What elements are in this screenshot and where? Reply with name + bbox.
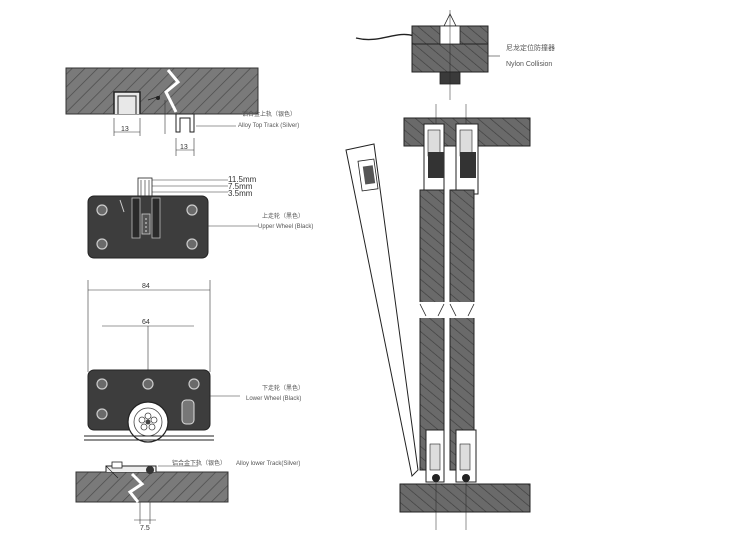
lower-wheel-hole (142, 378, 154, 390)
collision-label-en: Nylon Collision (506, 61, 552, 68)
nylon-collision-section: 尼龙定位防撞器 Nylon Collision (355, 10, 555, 100)
collision-label-cn: 尼龙定位防撞器 (506, 43, 555, 52)
upper-wheel-hole (186, 238, 198, 250)
lower-track-dim-bottom: 7.5 (140, 525, 150, 532)
top-track-label-en: Alloy Top Track (Silver) (238, 123, 299, 129)
lower-track-section: 7.5 铝合金下轨（银色） Alloy lower Track(Silver) (75, 459, 300, 532)
top-track-section: 13 13 铝合金上轨（银色） Alloy Top Track (Silver) (65, 67, 299, 156)
lower-track-floor (75, 471, 229, 503)
lower-track-label-cn: 铝合金下轨（银色） (172, 459, 226, 467)
lower-wheel-label-en: Lower Wheel (Black) (246, 396, 301, 402)
door-floor (399, 483, 531, 513)
lower-wheel-dim-inner: 64 (142, 319, 150, 326)
upper-wheel-label-cn: 上走轮（黑色） (262, 212, 304, 220)
upper-wheel-section: 11.5mm 7.5mm 3.5mm 上走轮（黑色） Upper Wheel (… (87, 175, 313, 259)
lower-wheel-hole (96, 408, 108, 420)
top-track-ceiling (65, 67, 259, 115)
tilted-door-outline (345, 143, 419, 478)
lower-track-break-mark (127, 472, 145, 503)
top-track-label-cn: 铝合金上轨（银色） (242, 110, 296, 118)
upper-wheel-hole (96, 238, 108, 250)
door-panel-right (449, 189, 475, 471)
door-panel-left (419, 189, 445, 471)
lower-track-label-en: Alloy lower Track(Silver) (236, 461, 300, 467)
collision-cable (355, 33, 415, 41)
upper-wheel-hole (186, 204, 198, 216)
lower-wheel-hole (96, 378, 108, 390)
top-track-break-mark (164, 69, 181, 113)
door-assembly-section (345, 104, 531, 530)
alloy-top-track-profile (175, 113, 195, 133)
lower-wheel-hole (188, 378, 200, 390)
upper-wheel-label-en: Upper Wheel (Black) (258, 224, 313, 230)
lower-wheel-section: 84 64 下走轮（黑色） Lower Wheel (Black) (84, 280, 304, 443)
lower-wheel-label-cn: 下走轮（黑色） (262, 384, 304, 392)
top-track-dim-right: 13 (180, 144, 188, 151)
upper-wheel-dim-2: 7.5mm (228, 182, 253, 191)
top-track-dim-width: 13 (121, 126, 129, 133)
upper-wheel-hole (96, 204, 108, 216)
upper-wheel-dim-1: 11.5mm (228, 175, 257, 184)
top-track-channel (113, 91, 141, 114)
upper-wheel-dim-3: 3.5mm (228, 189, 253, 198)
lower-wheel-dim-outer: 84 (142, 283, 150, 290)
